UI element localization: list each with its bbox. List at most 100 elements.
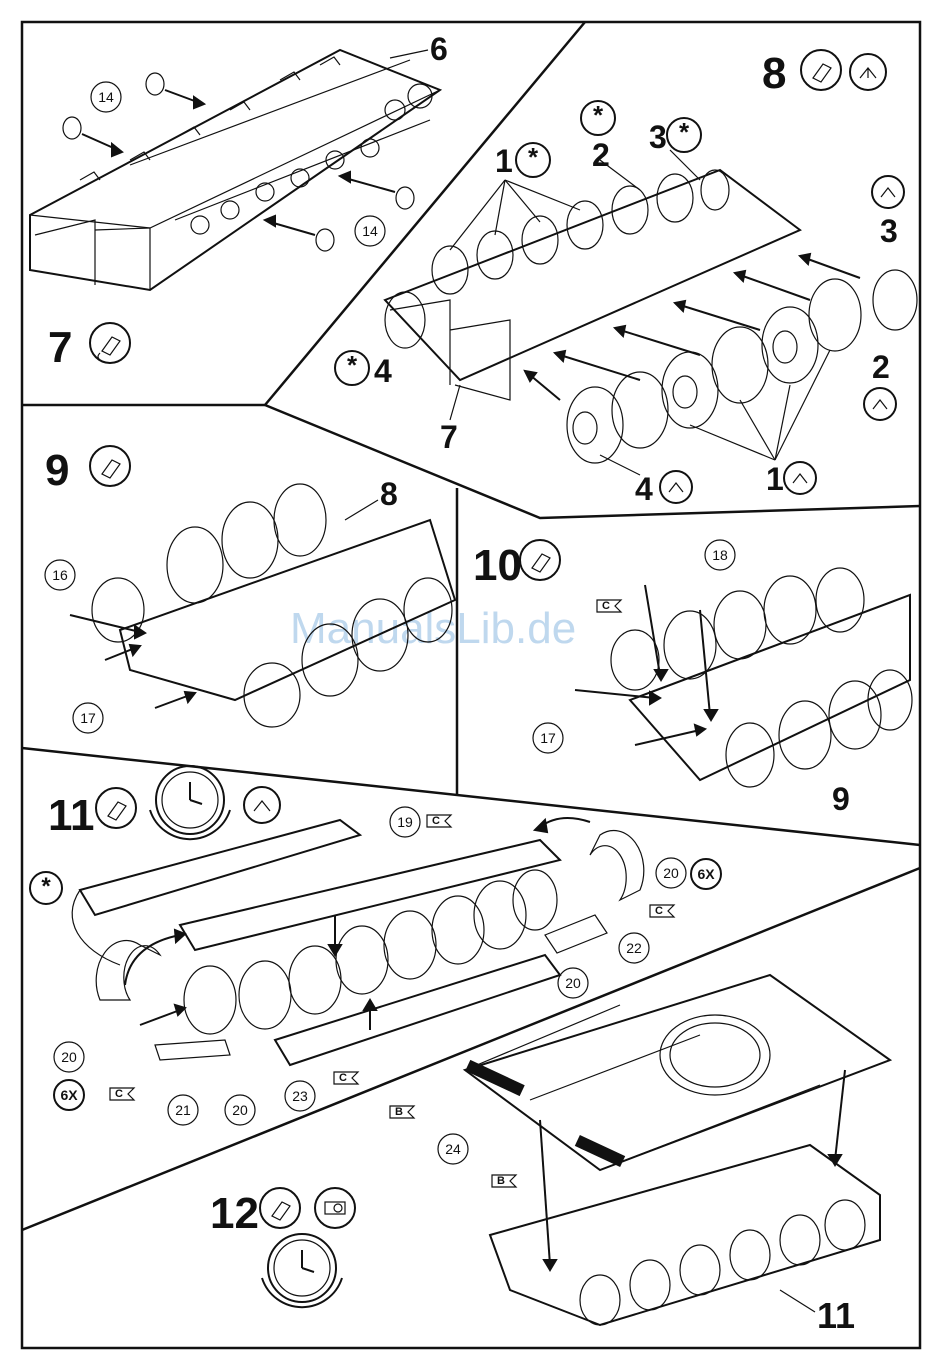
- assembly-arrows: [70, 615, 195, 708]
- part-label-22: 22: [626, 940, 642, 956]
- quantity-label: 6X: [60, 1087, 78, 1103]
- leader-lines: [450, 150, 700, 250]
- page-frame: [22, 22, 920, 1348]
- part-label-20: 20: [61, 1049, 77, 1065]
- part-label-4: 4: [635, 471, 653, 507]
- step-number: 7: [48, 323, 72, 372]
- svg-text:*: *: [41, 873, 51, 900]
- part-callout-23: 23: [285, 1081, 315, 1111]
- part-label-20: 20: [232, 1102, 248, 1118]
- glue-icon: [90, 446, 130, 486]
- part-label-18: 18: [712, 547, 728, 563]
- quantity-badge: 6X: [54, 1080, 84, 1110]
- step-number: 11: [48, 791, 95, 840]
- svg-text:*: *: [347, 350, 358, 380]
- svg-text:*: *: [528, 142, 539, 172]
- flag-c: C: [597, 600, 621, 612]
- svg-text:*: *: [593, 100, 604, 130]
- flag-label: C: [602, 600, 610, 612]
- leader-lines: [600, 350, 830, 475]
- turn-over-icon: [864, 388, 896, 420]
- flag-c: C: [650, 905, 674, 917]
- flag-label: C: [115, 1088, 123, 1100]
- optional-asterisk-icon: *: [516, 142, 550, 177]
- flag-c: C: [110, 1088, 134, 1100]
- part-label-2: 2: [872, 349, 890, 385]
- assembly-arrows: [125, 818, 590, 1030]
- part-label-2: 2: [592, 137, 610, 173]
- assembly-arrows: [525, 254, 860, 400]
- part-label-23: 23: [292, 1088, 308, 1104]
- step-number: 10: [473, 541, 522, 590]
- part-callout-22: 22: [619, 933, 649, 963]
- part-label-1: 1: [766, 461, 784, 497]
- dry-time-clock-icon: [262, 1234, 342, 1307]
- optional-asterisk-icon: *: [581, 100, 615, 135]
- part-callout-18: 18: [705, 540, 735, 570]
- flag-label: B: [497, 1175, 505, 1187]
- part-label-16: 16: [52, 567, 68, 583]
- part-label-24: 24: [445, 1141, 461, 1157]
- part-callout-20: 20: [225, 1095, 255, 1125]
- part-label-17: 17: [540, 730, 556, 746]
- assembly-arrows: [540, 1070, 845, 1270]
- assembly-arrows: [575, 585, 717, 745]
- step-number: 9: [45, 446, 69, 495]
- step-8: 8: [335, 49, 917, 507]
- part-label-3: 3: [880, 213, 898, 249]
- part-callout-20: 20: [54, 1042, 84, 1072]
- hull-sketch: [385, 170, 917, 463]
- part-callout-16: 16: [45, 560, 75, 590]
- part-label-20: 20: [565, 975, 581, 991]
- turn-over-icon: [784, 462, 816, 494]
- quantity-label: 6X: [697, 866, 715, 882]
- part-label-20: 20: [663, 865, 679, 881]
- part-callout-14: 14: [355, 216, 385, 246]
- flag-b: B: [390, 1106, 414, 1118]
- part-callout-20: 20: [558, 968, 588, 998]
- part-label-14: 14: [362, 223, 378, 239]
- part-callout-19: 19: [390, 807, 420, 837]
- optional-asterisk-icon: *: [667, 117, 701, 152]
- step-number: 8: [762, 49, 786, 98]
- turn-over-icon: [850, 54, 886, 90]
- glue-icon: [260, 1188, 300, 1228]
- part-callout-17: 17: [73, 703, 103, 733]
- glue-icon: [520, 540, 560, 580]
- flag-c: C: [427, 815, 451, 827]
- part-label-14: 14: [98, 89, 114, 105]
- part-label-7: 7: [440, 419, 458, 455]
- part-label-8: 8: [380, 476, 398, 512]
- part-label-21: 21: [175, 1102, 191, 1118]
- glue-icon: [90, 323, 130, 363]
- turn-over-icon: [244, 787, 280, 823]
- part-label-4: 4: [374, 353, 392, 389]
- step-9: 9 8 16 17: [45, 446, 455, 733]
- step-11: 11 *: [30, 766, 721, 1125]
- upper-hull-sketch: [465, 975, 890, 1170]
- part-label-6: 6: [430, 31, 448, 67]
- decal-icon: [315, 1188, 355, 1228]
- part-callout-14: 14: [91, 82, 121, 112]
- quantity-badge: 6X: [691, 859, 721, 889]
- part-callout-20: 20: [656, 858, 686, 888]
- step-number: 12: [210, 1189, 259, 1238]
- flag-b: B: [492, 1175, 516, 1187]
- part-label-19: 19: [397, 814, 413, 830]
- watermark: ManualsLib.de: [290, 604, 576, 653]
- flag-label: C: [339, 1072, 347, 1084]
- part-callout-17: 17: [533, 723, 563, 753]
- part-label-17: 17: [80, 710, 96, 726]
- glue-icon: [801, 50, 841, 90]
- turn-over-icon: [660, 471, 692, 503]
- turn-over-icon: [872, 176, 904, 208]
- flag-label: C: [655, 905, 663, 917]
- part-label-1: 1: [495, 143, 513, 179]
- part-label-9: 9: [832, 781, 850, 817]
- hull-sketch: [30, 50, 440, 290]
- flag-label: B: [395, 1106, 403, 1118]
- part-callout-24: 24: [438, 1134, 468, 1164]
- optional-asterisk-icon: *: [335, 350, 369, 385]
- part-label-11: 11: [817, 1295, 855, 1336]
